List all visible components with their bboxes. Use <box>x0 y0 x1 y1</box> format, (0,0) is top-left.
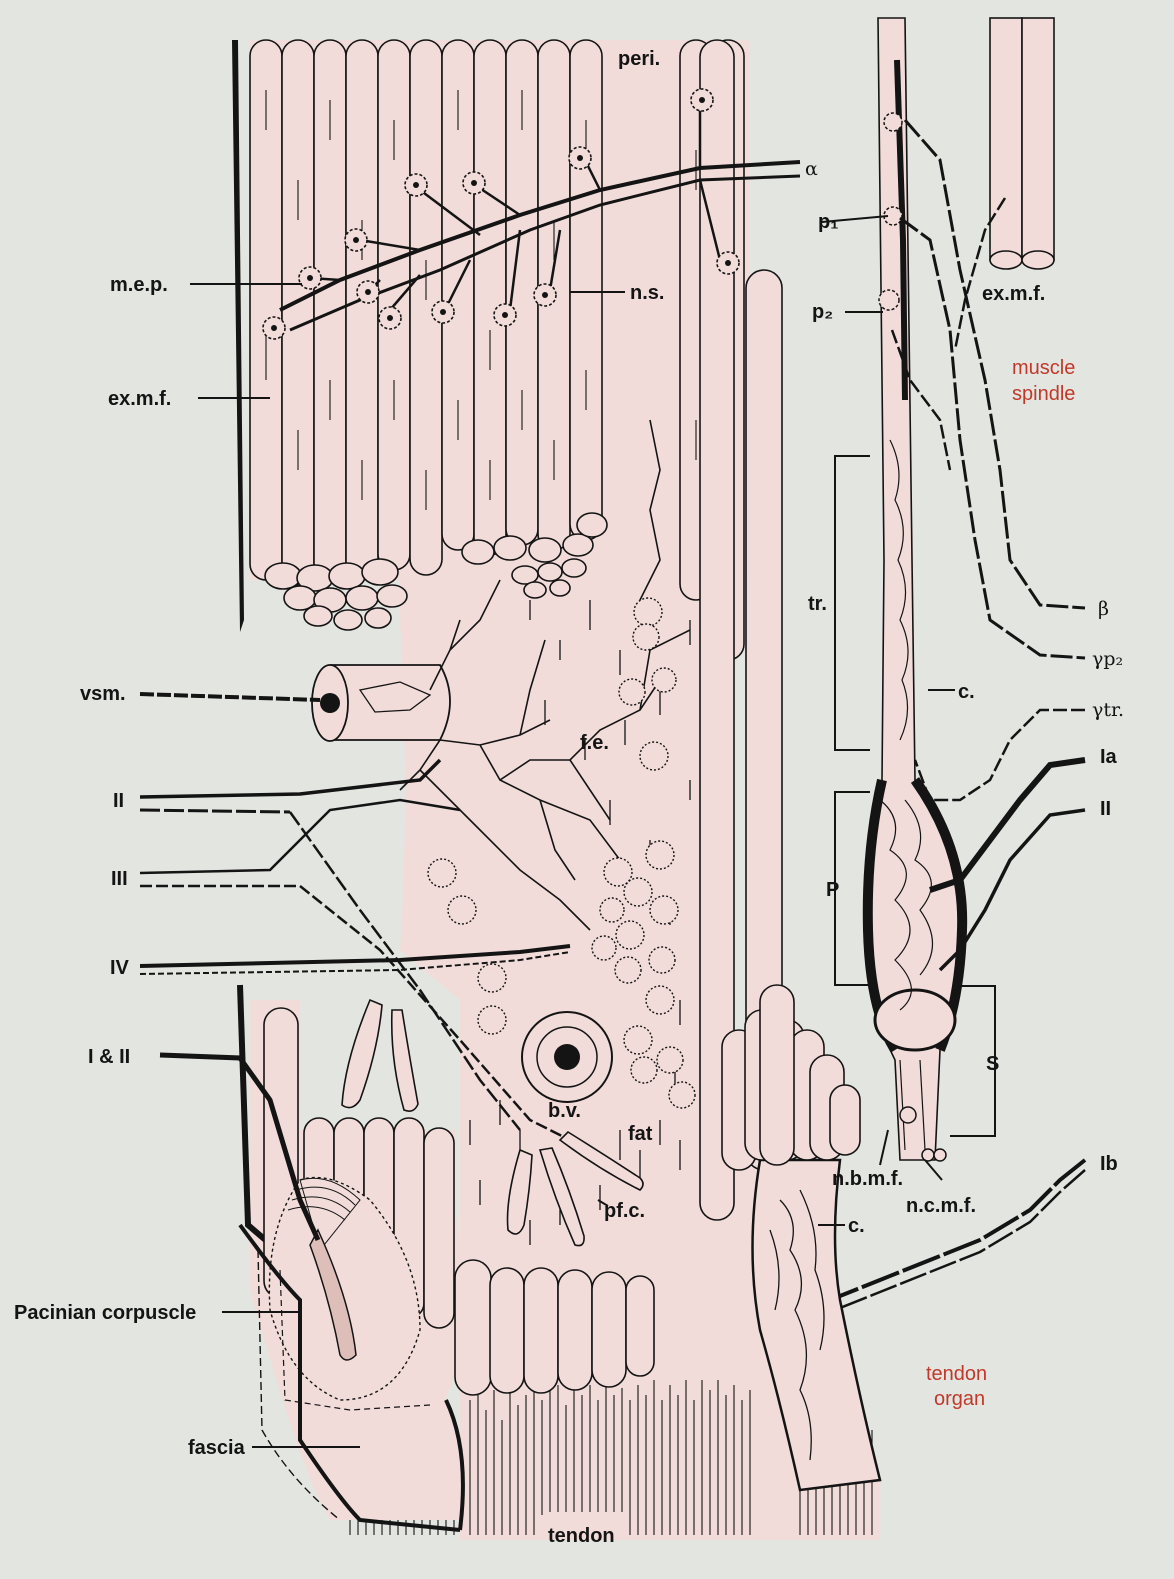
label-mep: m.e.p. <box>110 274 168 296</box>
label-ib: Ib <box>1100 1153 1118 1175</box>
label-c-tendon: c. <box>848 1215 865 1237</box>
paciniform-corpuscles <box>341 998 644 1247</box>
extrafusal-muscle-fibres <box>232 39 750 661</box>
blood-vessel-cross-section <box>521 1011 613 1103</box>
label-tendon-organ-line1: tendon <box>926 1363 987 1385</box>
label-nbmf: n.b.m.f. <box>832 1168 903 1190</box>
label-ia: Ia <box>1100 746 1118 768</box>
end-plate-dots <box>271 97 731 331</box>
label-leaders <box>190 215 955 1448</box>
label-ns: n.s. <box>630 282 664 304</box>
label-fe: f.e. <box>580 732 609 754</box>
label-tendon: tendon <box>548 1525 615 1547</box>
label-muscle-spindle-line1: muscle <box>1012 357 1075 379</box>
label-i-and-ii: I & II <box>88 1046 130 1068</box>
group-ii-iii-iv-afferents <box>139 758 571 1142</box>
label-beta: β <box>1098 598 1109 620</box>
label-fat: fat <box>628 1123 653 1145</box>
diagram-labels: peri. α m.e.p. n.s. ex.m.f. vsm. f.e. II… <box>14 48 1124 1547</box>
tendon-organ <box>721 984 882 1492</box>
label-exmf-right: ex.m.f. <box>982 283 1045 305</box>
label-tr: tr. <box>808 593 827 615</box>
label-pacinian: Pacinian corpuscle <box>14 1302 196 1324</box>
label-ncmf: n.c.m.f. <box>906 1195 976 1217</box>
pacinian-corpuscle <box>159 1052 421 1401</box>
label-fascia: fascia <box>188 1437 246 1459</box>
label-muscle-spindle-line2: spindle <box>1012 383 1075 405</box>
label-iii: III <box>111 868 128 890</box>
label-tendon-organ-line2: organ <box>934 1388 985 1410</box>
region-brackets <box>834 455 996 1137</box>
label-ii-left: II <box>113 790 124 812</box>
label-p1: p₁ <box>818 211 839 233</box>
label-ii-right: II <box>1100 798 1111 820</box>
fat-cells <box>427 597 696 1109</box>
label-s: S <box>986 1053 999 1075</box>
label-p2: p₂ <box>812 301 833 323</box>
muscle-spindle <box>862 17 968 1162</box>
label-bv: b.v. <box>548 1100 581 1122</box>
label-alpha: α <box>805 158 818 180</box>
fascia <box>238 1223 465 1532</box>
label-pfc: pf.c. <box>604 1200 645 1222</box>
label-peri: peri. <box>618 48 660 70</box>
blood-vessel-cylinder <box>139 664 451 742</box>
spindle-nerves <box>829 119 1087 1314</box>
label-vsm: vsm. <box>80 683 126 705</box>
extrafusal-fibre-pair <box>989 17 1055 270</box>
free-nerve-endings <box>399 419 691 931</box>
label-p: P <box>826 879 839 901</box>
label-exmf-left: ex.m.f. <box>108 388 171 410</box>
label-gamma-p2: γp₂ <box>1092 648 1123 670</box>
label-gamma-tr: γtr. <box>1092 699 1124 721</box>
label-iv: IV <box>110 957 130 979</box>
label-c-spindle: c. <box>958 681 975 703</box>
long-muscle-fibres <box>699 39 783 1221</box>
